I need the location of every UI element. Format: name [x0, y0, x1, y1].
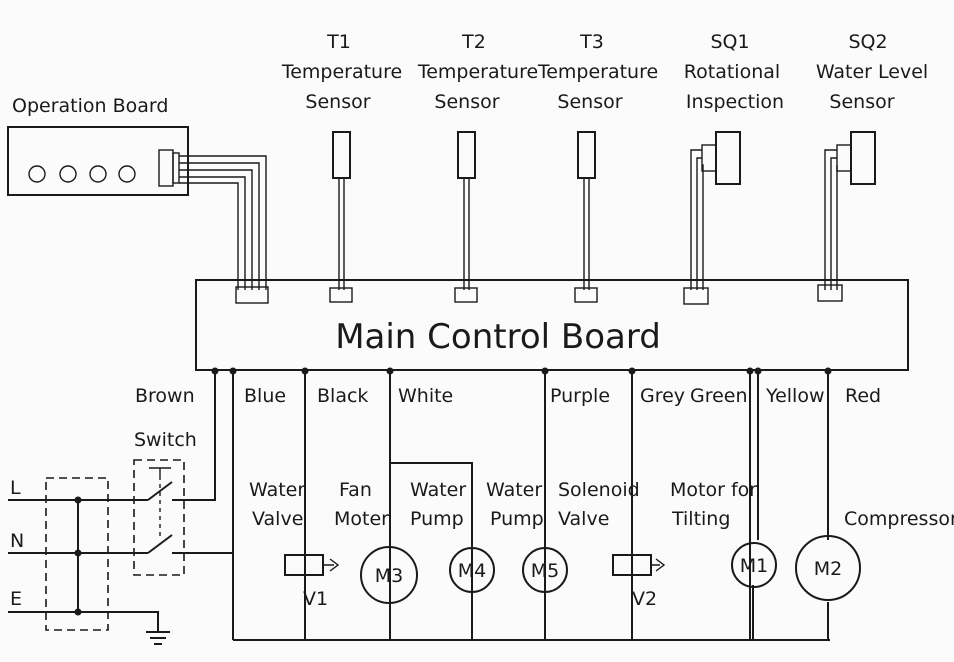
- switch-label: Switch: [134, 429, 197, 451]
- t3-sensor-probe: [577, 131, 596, 179]
- wire-green-label: Green: [690, 385, 748, 407]
- board-connector: [158, 149, 174, 187]
- wire-grey-label: Grey: [640, 385, 685, 407]
- water-valve-actuator-icon: [323, 558, 340, 572]
- fan-motor-symbol: [360, 546, 418, 604]
- water-pump-1-line1: Water: [410, 479, 466, 501]
- water-pump-2-line1: Water: [486, 479, 542, 501]
- sq1-line2: Inspection: [686, 91, 784, 113]
- ground-icon: [146, 631, 170, 645]
- water-pump-1-symbol: [449, 547, 495, 593]
- sq1-id: SQ1: [710, 31, 749, 53]
- board-connector-pins: [172, 152, 180, 184]
- sq1-line1: Rotational: [684, 61, 780, 83]
- t2-id: T2: [461, 31, 486, 53]
- sq2-line2: Sensor: [829, 91, 894, 113]
- main-board-connector-ob: [235, 286, 269, 304]
- output-wires: [178, 370, 830, 641]
- water-pump-2-line2: Pump: [490, 508, 544, 530]
- t2-sensor-probe: [457, 131, 476, 179]
- water-pump-1-line2: Pump: [410, 508, 464, 530]
- wire-yellow-label: Yellow: [765, 385, 825, 407]
- compressor-label: Compressor: [844, 508, 954, 530]
- t3-id: T3: [579, 31, 604, 53]
- solenoid-valve-line1: Solenoid: [558, 479, 640, 501]
- t1-line1: Temperature: [281, 61, 402, 83]
- supply-e-label: E: [10, 588, 22, 610]
- compressor-symbol: [795, 535, 861, 601]
- t3-sensor-wire: [583, 178, 590, 290]
- solenoid-valve-actuator-icon: [651, 558, 666, 572]
- sq2-sensor-body: [850, 131, 876, 185]
- sq2-sensor-wire: [824, 149, 838, 290]
- sq2-connector: [817, 284, 843, 302]
- operation-board-cable: [179, 155, 267, 290]
- board-button-4: [118, 165, 136, 183]
- sq2-line1: Water Level: [816, 61, 928, 83]
- sq2-id: SQ2: [848, 31, 887, 53]
- terminal-block-box: [45, 477, 109, 631]
- t1-line2: Sensor: [305, 91, 370, 113]
- tilt-motor-line2: Tilting: [671, 508, 730, 530]
- fan-motor-tag: M3: [375, 565, 403, 587]
- water-pump-2-symbol: [522, 547, 568, 593]
- wire-brown-label: Brown: [135, 385, 195, 407]
- solenoid-valve-line2: Valve: [558, 508, 609, 530]
- t3-line1: Temperature: [537, 61, 658, 83]
- sq1-sensor-wire: [690, 149, 704, 290]
- tilt-motor-tag: M1: [740, 555, 768, 577]
- operation-board-label: Operation Board: [12, 95, 168, 117]
- t1-sensor-probe: [332, 131, 351, 179]
- water-valve-line1: Water: [249, 479, 305, 501]
- supply-n-label: N: [10, 530, 24, 552]
- t2-line1: Temperature: [417, 61, 538, 83]
- board-button-1: [28, 165, 46, 183]
- wire-white-label: White: [398, 385, 453, 407]
- water-pump-2-tag: M5: [531, 560, 559, 582]
- t2-line2: Sensor: [434, 91, 499, 113]
- supply-lines: [8, 496, 159, 632]
- wire-purple-label: Purple: [550, 385, 610, 407]
- wire-red-label: Red: [845, 385, 881, 407]
- board-button-3: [89, 165, 107, 183]
- wire-black-label: Black: [317, 385, 368, 407]
- water-pump-1-tag: M4: [458, 560, 486, 582]
- water-valve-tag: V1: [303, 588, 328, 610]
- t1-connector: [329, 287, 353, 303]
- board-junctions: [211, 367, 832, 375]
- solenoid-valve-tag: V2: [632, 588, 657, 610]
- supply-l-label: L: [10, 477, 21, 499]
- t3-line2: Sensor: [557, 91, 622, 113]
- t3-connector: [574, 287, 598, 303]
- sq2-sensor-tab: [836, 144, 852, 172]
- operation-board: [7, 126, 189, 196]
- sq1-connector: [683, 287, 709, 305]
- t2-sensor-wire: [463, 178, 470, 290]
- tilt-motor-line1: Motor for: [670, 479, 757, 501]
- t2-connector: [454, 287, 478, 303]
- fan-motor-line1: Fan: [339, 479, 372, 501]
- fan-motor-line2: Moter: [334, 508, 389, 530]
- water-valve-line2: Valve: [252, 508, 303, 530]
- sq1-sensor-body: [715, 131, 741, 185]
- t1-id: T1: [326, 31, 351, 53]
- compressor-tag: M2: [814, 558, 842, 580]
- switch-symbol: [147, 467, 188, 554]
- board-button-2: [59, 165, 77, 183]
- tilt-motor-symbol: [731, 542, 777, 588]
- main-control-board: [195, 279, 909, 371]
- switch-box: [133, 459, 185, 576]
- t1-sensor-wire: [338, 178, 345, 290]
- wire-blue-label: Blue: [244, 385, 286, 407]
- main-control-board-label: Main Control Board: [335, 317, 661, 357]
- sq1-sensor-tab: [701, 144, 717, 172]
